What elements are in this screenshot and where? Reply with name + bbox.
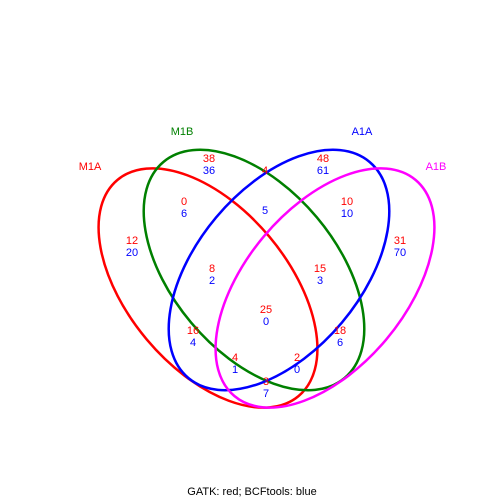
- caption: GATK: red; BCFtools: blue: [187, 486, 317, 498]
- gatk-count: 12: [126, 235, 138, 247]
- set-ellipse-a1b: [214, 167, 436, 409]
- region-m1a-m1b-a1a: 8 2: [209, 263, 215, 287]
- set-label-a1b: A1B: [426, 161, 447, 173]
- bcftools-count: 6: [337, 337, 343, 349]
- bcftools-count: 36: [203, 165, 215, 177]
- region-m1a-m1b-a1b: 2 0: [294, 352, 300, 376]
- region-a1a-a1b: 10 10: [341, 196, 353, 220]
- bcftools-count: 61: [317, 165, 329, 177]
- set-ellipse-a1a: [167, 148, 391, 392]
- set-ellipse-m1a: [97, 167, 319, 409]
- region-a1b: 31 70: [394, 235, 406, 259]
- gatk-count: 8: [209, 263, 215, 275]
- region-a1a: 48 61: [317, 153, 329, 177]
- gatk-count: 4: [262, 165, 268, 177]
- region-m1b-a1a-a1b: 15 3: [314, 263, 326, 287]
- bcftools-count: 6: [181, 208, 187, 220]
- bcftools-count: 20: [126, 247, 138, 259]
- region-m1a-a1a-a1b: 4 1: [232, 352, 238, 376]
- region-m1b-a1b: 18 6: [334, 325, 346, 349]
- bcftools-count: 0: [294, 364, 300, 376]
- bcftools-count: 10: [341, 208, 353, 220]
- gatk-count: 16: [187, 325, 199, 337]
- region-all-four: 25 0: [260, 304, 272, 328]
- gatk-count: 48: [317, 153, 329, 165]
- gatk-count: 18: [334, 325, 346, 337]
- region-m1b: 38 36: [203, 153, 215, 177]
- bcftools-count: 1: [232, 364, 238, 376]
- region-m1a-m1b: 0 6: [181, 196, 187, 220]
- gatk-count: 3: [263, 376, 269, 388]
- region-m1a-a1b: 3 7: [263, 376, 269, 400]
- gatk-count: 25: [260, 304, 272, 316]
- bcftools-count: 5: [262, 205, 268, 217]
- gatk-count: 31: [394, 235, 406, 247]
- bcftools-count: 7: [263, 388, 269, 400]
- set-label-m1a: M1A: [79, 161, 102, 173]
- gatk-count: 0: [181, 196, 187, 208]
- bcftools-count: 4: [190, 337, 196, 349]
- gatk-count: 10: [341, 196, 353, 208]
- region-m1a: 12 20: [126, 235, 138, 259]
- bcftools-count: 2: [209, 275, 215, 287]
- gatk-count: 38: [203, 153, 215, 165]
- region-m1b-a1a: 4 5: [262, 165, 268, 217]
- bcftools-count: 0: [263, 316, 269, 328]
- bcftools-count: 3: [317, 275, 323, 287]
- region-m1a-a1a: 16 4: [187, 325, 199, 349]
- set-label-m1b: M1B: [171, 126, 194, 138]
- bcftools-count: 70: [394, 247, 406, 259]
- gatk-count: 2: [294, 352, 300, 364]
- gatk-count: 4: [232, 352, 238, 364]
- set-label-a1a: A1A: [352, 126, 373, 138]
- gatk-count: 15: [314, 263, 326, 275]
